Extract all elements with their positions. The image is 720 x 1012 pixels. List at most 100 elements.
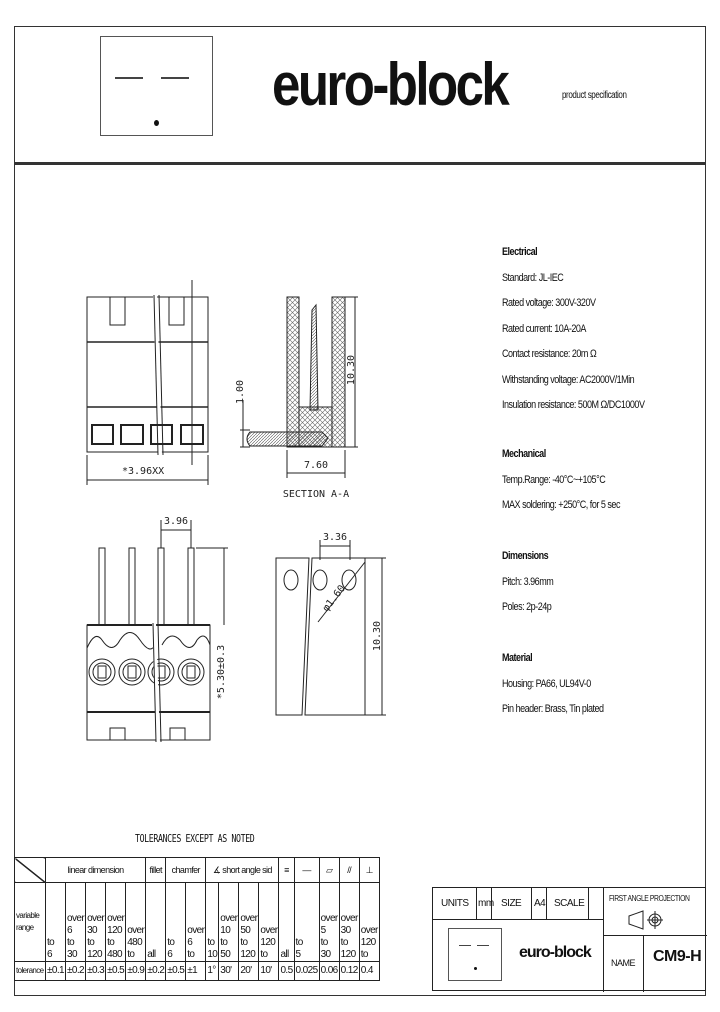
- part-name: CM9-H: [653, 948, 702, 965]
- range-cell: over 6 to 30: [64, 882, 87, 962]
- spec-line: Poles: 2p-24p: [502, 601, 552, 613]
- range-label: variable range: [14, 882, 46, 962]
- pitch-dimension: 3.96: [164, 516, 188, 527]
- spec-line: Rated current: 10A-20A: [502, 322, 586, 335]
- range-cell: over 120 to: [358, 882, 380, 962]
- section-view: [240, 296, 358, 478]
- tolerance-title: TOLERANCES EXCEPT AS NOTED: [135, 832, 255, 845]
- corner-cell: [14, 857, 46, 883]
- spec-line: Standard: JL-IEC: [502, 271, 564, 284]
- spec-line: Pin header: Brass, Tin plated: [502, 703, 604, 715]
- tolerance-value: ±0.2: [145, 961, 167, 981]
- range-cell: all: [145, 882, 167, 962]
- group-header: ▱: [318, 857, 340, 883]
- group-header: fillet: [145, 857, 167, 883]
- title-block: UNITS mm SIZE A4 SCALE FIRST ANGLE PROJE…: [432, 887, 707, 992]
- document-subtitle: product specification: [562, 90, 627, 101]
- tolerance-value: 0.025: [293, 961, 320, 981]
- spec-line: Withstanding voltage: AC2000V/1Min: [502, 373, 635, 386]
- group-header: ∡ short angle sid: [205, 857, 280, 883]
- tolerance-label: tolerance: [14, 961, 46, 981]
- title-block-brand: euro-block: [519, 944, 592, 961]
- tolerance-value: ±1: [185, 961, 207, 981]
- tolerance-value: 0.5: [278, 961, 295, 981]
- side-pitch-dimension: 3.36: [323, 532, 347, 543]
- spec-line: Temp.Range: -40°C~+105°C: [502, 473, 606, 486]
- size-value: A4: [534, 898, 546, 909]
- tolerance-value: ±0.1: [45, 961, 66, 981]
- tolerance-value: 1°: [205, 961, 220, 981]
- tolerance-table: linear dimension fillet chamfer ∡ short …: [14, 857, 380, 981]
- logo-dot: [154, 120, 159, 126]
- range-cell: to 6: [45, 882, 66, 962]
- material-spec: Material Housing: PA66, UL94V-0 Pin head…: [502, 646, 604, 723]
- group-header: ≡: [278, 857, 295, 883]
- range-cell: over 30 to 120: [338, 882, 360, 962]
- tolerance-value: ±0.9: [125, 961, 147, 981]
- logo-dash: [161, 77, 189, 79]
- tolerance-value: 30': [218, 961, 240, 981]
- side-height-dimension: 10.30: [372, 621, 383, 651]
- section-depth-dimension: 7.60: [304, 460, 328, 471]
- group-header: ⊥: [358, 857, 380, 883]
- mechanical-spec: Mechanical Temp.Range: -40°C~+105°C MAX …: [502, 442, 620, 519]
- range-cell: to 6: [165, 882, 187, 962]
- range-cell: over 480 to: [125, 882, 147, 962]
- spec-line: Contact resistance: 20m Ω: [502, 348, 597, 360]
- range-cell: over 30 to 120: [85, 882, 107, 962]
- tolerance-value: 0.06: [318, 961, 340, 981]
- group-header: //: [338, 857, 360, 883]
- range-cell: to 5: [293, 882, 320, 962]
- range-cell: all: [278, 882, 295, 962]
- section-heading: Material: [502, 652, 533, 664]
- side-view: [275, 540, 386, 716]
- range-cell: over 120 to: [258, 882, 280, 962]
- spec-line: Pitch: 3.96mm: [502, 575, 554, 588]
- logo-dash: [115, 77, 143, 79]
- front-width-dimension: *3.96XX: [122, 466, 164, 477]
- range-cell: over 50 to 120: [238, 882, 260, 962]
- scale-label: SCALE: [554, 898, 585, 909]
- pin-height-dimension: *5.30±0.3: [216, 645, 227, 699]
- dimensions-spec: Dimensions Pitch: 3.96mm Poles: 2p-24p: [502, 544, 554, 621]
- units-value: mm: [478, 898, 494, 909]
- section-small-height-dimension: 1.00: [235, 380, 246, 404]
- size-label: SIZE: [501, 898, 522, 909]
- first-angle-projection-icon: [628, 910, 663, 930]
- spec-line: Insulation resistance: 500M Ω/DC1000V: [502, 399, 645, 411]
- tolerance-value: ±0.2: [64, 961, 87, 981]
- tolerance-value: ±0.5: [105, 961, 127, 981]
- company-logo: [100, 36, 213, 136]
- section-height-dimension: 10.30: [346, 355, 357, 385]
- tolerance-value: 0.4: [358, 961, 380, 981]
- top-view: [86, 520, 228, 743]
- electrical-spec: Electrical Standard: JL-IEC Rated voltag…: [502, 240, 645, 419]
- section-label: SECTION A-A: [283, 489, 349, 500]
- section-heading: Electrical: [502, 246, 538, 258]
- range-cell: over 120 to 480: [105, 882, 127, 962]
- projection-label: FIRST ANGLE PROJECTION: [609, 894, 690, 903]
- group-header: linear dimension: [44, 857, 147, 883]
- range-cell: over 10 to 50: [218, 882, 240, 962]
- section-heading: Mechanical: [502, 448, 546, 460]
- group-header: —: [293, 857, 320, 883]
- brand-title: euro-block: [272, 51, 510, 118]
- name-label: NAME: [611, 958, 636, 968]
- range-cell: over 5 to 30: [318, 882, 340, 962]
- range-cell: over 6 to: [185, 882, 207, 962]
- spec-line: MAX soldering: +250°C, for 5 sec: [502, 499, 620, 511]
- section-heading: Dimensions: [502, 550, 549, 562]
- spec-line: Housing: PA66, UL94V-0: [502, 677, 591, 690]
- tolerance-value: ±0.3: [85, 961, 107, 981]
- group-header: chamfer: [165, 857, 207, 883]
- tolerance-value: 0.12: [338, 961, 360, 981]
- range-cell: to 10: [205, 882, 220, 962]
- tolerance-value: ±0.5: [165, 961, 187, 981]
- tolerance-value: 10': [258, 961, 280, 981]
- drawing-frame: [14, 26, 706, 996]
- spec-line: Rated voltage: 300V-320V: [502, 297, 596, 309]
- header-divider: [14, 162, 706, 165]
- tolerance-value: 20': [238, 961, 260, 981]
- title-block-logo: [448, 928, 502, 981]
